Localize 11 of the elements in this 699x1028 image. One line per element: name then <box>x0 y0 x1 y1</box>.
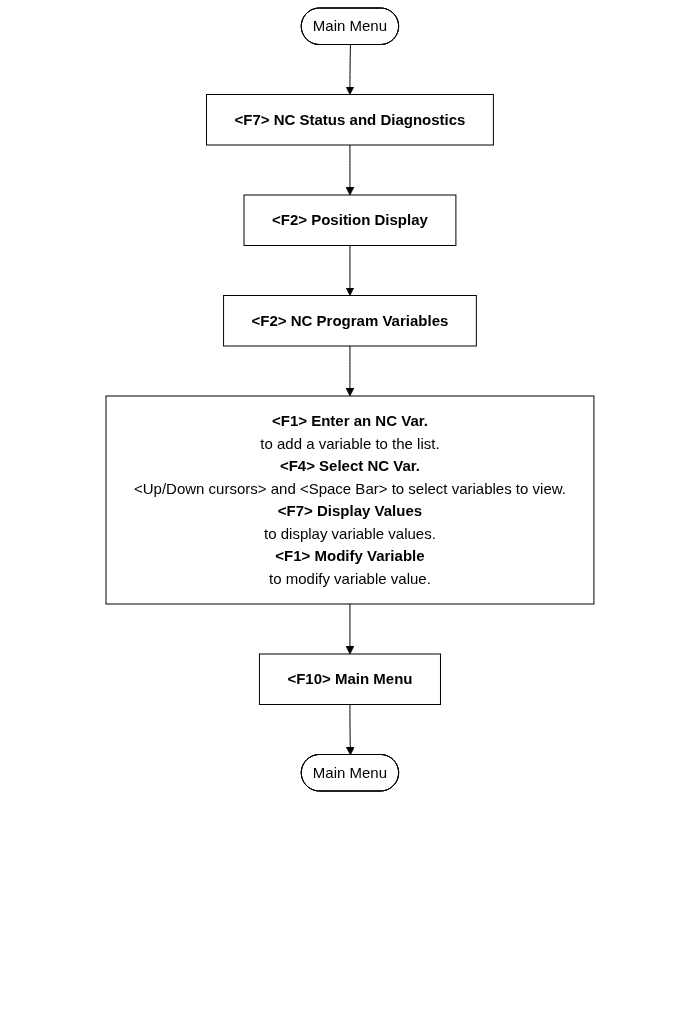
node-box: <F1> Enter an NC Var. to add a variable to the list. <F4> Select NC Var. <Up/Down cursors> and <Space Bar> to select variables to view. <F7> Display Values to display variable values. <F1> Modify Variable to modify variable value. <box>105 395 594 605</box>
node-box: <F7> NC Status and Diagnostics <box>205 94 494 146</box>
node-box: <F10> Main Menu <box>258 653 441 705</box>
arrow <box>345 144 354 196</box>
arrow <box>345 603 354 655</box>
arrow <box>345 245 354 296</box>
node-box: <F2> Position Display <box>243 194 456 246</box>
arrow <box>345 704 355 756</box>
arrow <box>345 44 354 95</box>
arrow <box>345 345 354 397</box>
node-box: <F2> NC Program Variables <box>222 295 477 347</box>
